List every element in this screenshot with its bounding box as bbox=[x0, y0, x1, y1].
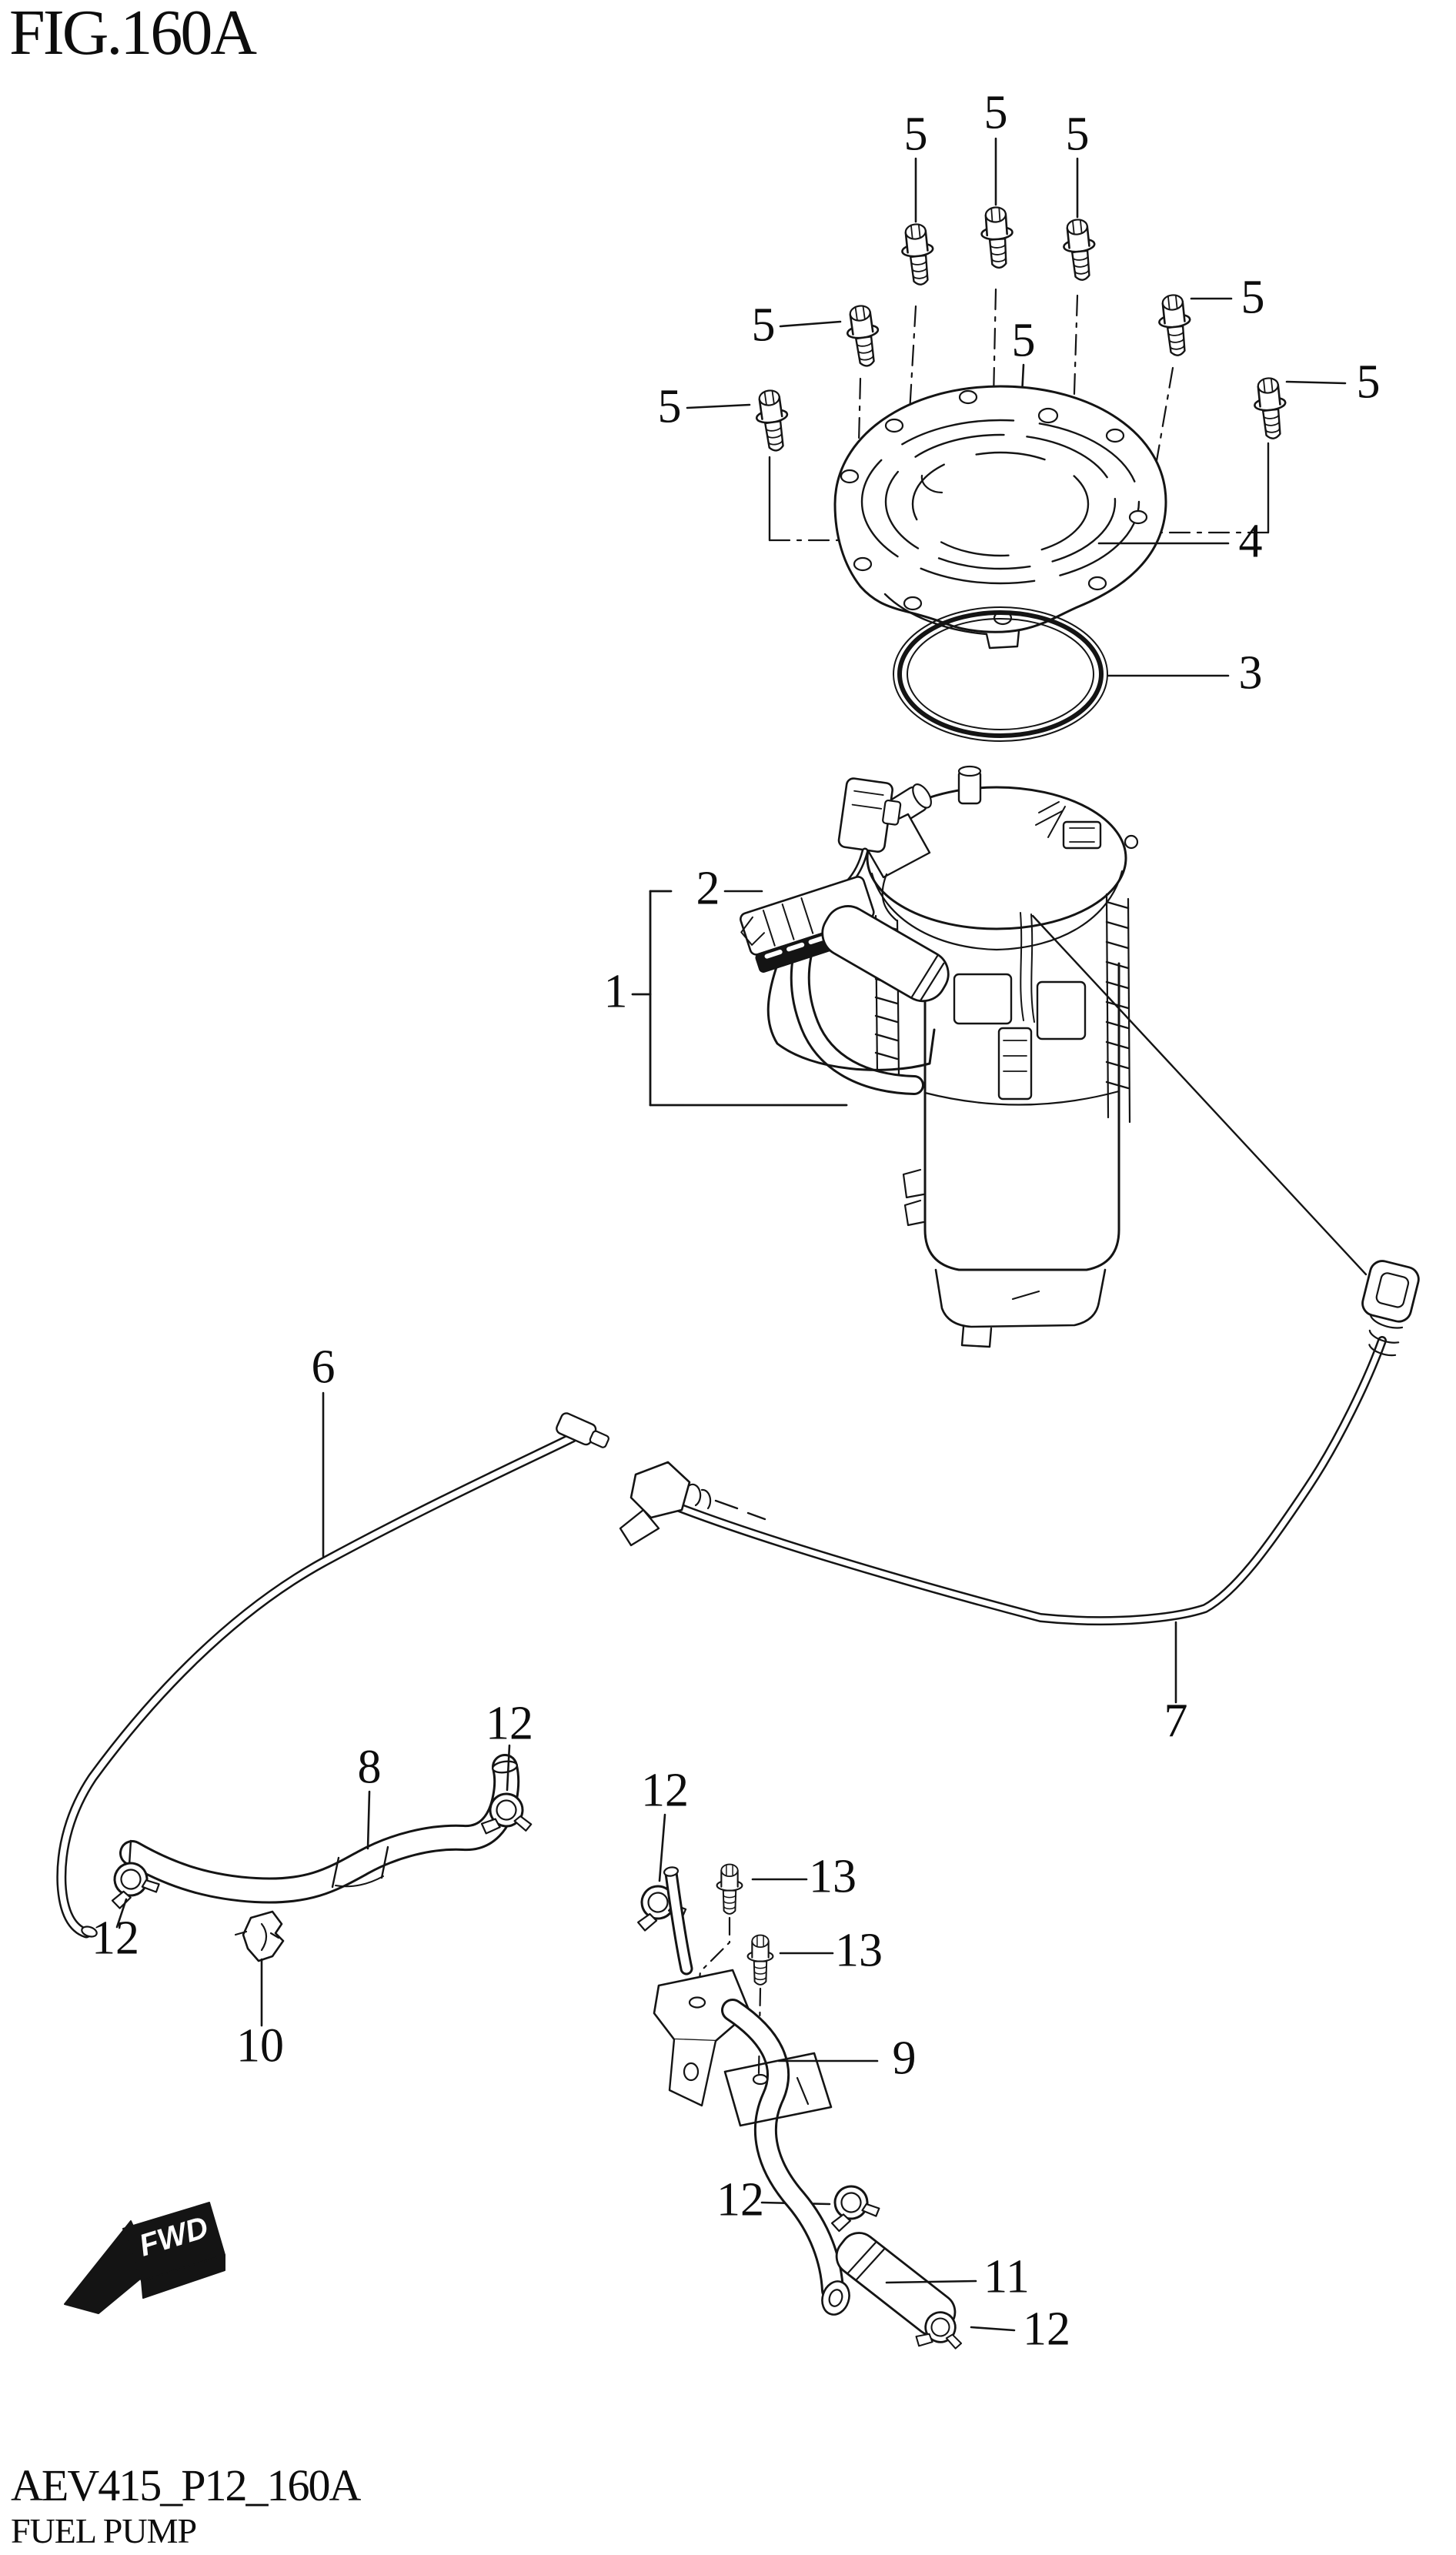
fuel-pipe-7 bbox=[619, 1260, 1420, 1704]
bolt-icon bbox=[1155, 292, 1195, 359]
clip-10 bbox=[234, 1910, 285, 2027]
leader-line-11 bbox=[885, 2279, 977, 2284]
fuel-pump-assembly bbox=[790, 765, 1368, 1348]
bolt-icon bbox=[978, 205, 1016, 270]
pipe-7-right-connector bbox=[1361, 1260, 1420, 1357]
pipe-7-left-connector bbox=[619, 1461, 766, 1547]
leader-lines-5 bbox=[686, 137, 1347, 457]
bolt-icon bbox=[752, 387, 793, 454]
leader-lines-12 bbox=[115, 1744, 1016, 2332]
leader-lines-13 bbox=[751, 1878, 834, 1955]
bolt-icon bbox=[1060, 217, 1100, 283]
bolt-icon bbox=[716, 1863, 743, 1915]
level-sender bbox=[723, 777, 950, 1071]
hose-11 bbox=[823, 2179, 977, 2357]
bracket-line-1 bbox=[631, 890, 848, 1107]
bolt-icon bbox=[746, 1934, 774, 1986]
bolt-icon bbox=[843, 302, 884, 369]
figure-name: FUEL PUMP bbox=[11, 2511, 197, 2550]
flange-bolt-holes bbox=[840, 389, 1148, 626]
bracket-9 bbox=[653, 1866, 879, 2316]
bolt-icon bbox=[1251, 376, 1291, 442]
figure-code: AEV415_P12_160A bbox=[11, 2460, 361, 2510]
bolt-icon bbox=[898, 222, 938, 288]
fwd-arrow-icon: FWD bbox=[64, 2202, 225, 2314]
leader-line-7-connector bbox=[1031, 914, 1368, 1276]
flange-plate bbox=[833, 385, 1230, 650]
figure-title: FIG.160A bbox=[9, 0, 257, 68]
leader-line-8 bbox=[366, 1790, 371, 1850]
hose-8 bbox=[119, 1754, 520, 1904]
hose-6 bbox=[56, 1391, 609, 1939]
o-ring-seal bbox=[893, 606, 1230, 742]
bolt-13-set bbox=[716, 1863, 774, 1986]
clamp-icon bbox=[823, 2179, 883, 2234]
